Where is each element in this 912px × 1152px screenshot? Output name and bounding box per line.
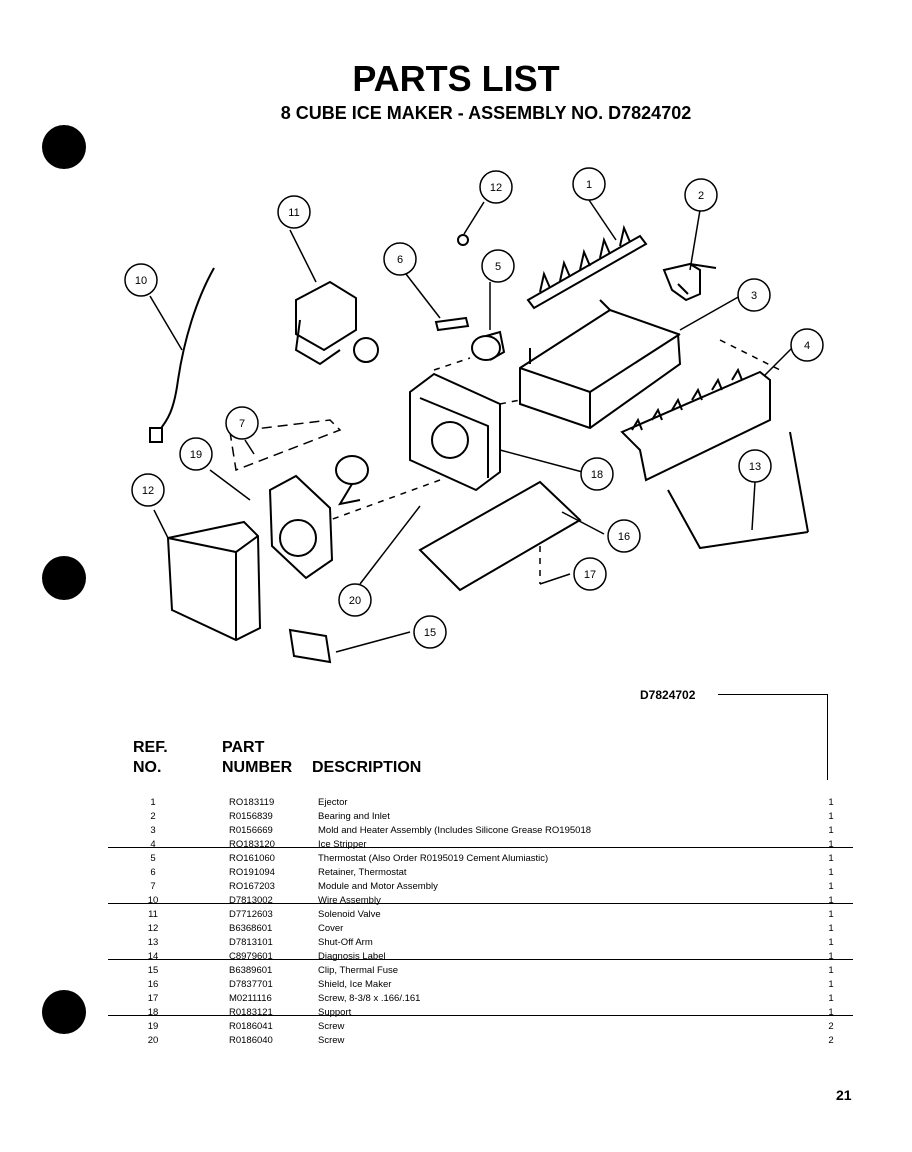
page-title: PARTS LIST — [352, 58, 560, 99]
svg-text:20: 20 — [349, 595, 361, 607]
svg-text:11: 11 — [288, 207, 299, 219]
header-part-number: PART NUMBER — [222, 739, 293, 776]
callout-11 — [277, 195, 311, 229]
callout-4 — [790, 328, 824, 362]
callout-15 — [479, 170, 513, 204]
diagnosis-label-part — [288, 628, 332, 664]
bearing-inlet-part — [662, 262, 717, 302]
binder-hole-middle — [42, 556, 86, 600]
header-ref: REF. NO. — [133, 739, 168, 776]
assembly-code: D7824702 — [640, 688, 696, 702]
solenoid-valve-part — [294, 280, 379, 366]
page-subtitle: 8 CUBE ICE MAKER - ASSEMBLY NO. D7824702 — [280, 103, 692, 123]
module-motor-part — [268, 455, 369, 580]
svg-text:12: 12 — [490, 182, 502, 194]
callout-17 — [573, 557, 607, 591]
assembly-bracket-side — [827, 694, 828, 780]
svg-text:12: 12 — [142, 485, 154, 497]
svg-text:13: 13 — [749, 461, 761, 473]
header-description: DESCRIPTION — [312, 759, 422, 776]
cover-part — [166, 520, 262, 642]
binder-hole-bottom — [42, 990, 86, 1034]
svg-text:18: 18 — [591, 469, 603, 481]
group-divider — [108, 1015, 853, 1016]
svg-text:2: 2 — [698, 190, 704, 202]
group-divider — [108, 959, 853, 960]
svg-text:7: 7 — [239, 418, 245, 430]
callout-7 — [225, 406, 259, 440]
shield-part — [418, 480, 582, 592]
callout-13 — [738, 449, 772, 483]
binder-hole-top — [42, 125, 86, 169]
callout-1 — [572, 167, 606, 201]
shut-off-arm-part — [667, 431, 809, 550]
svg-text:3: 3 — [751, 290, 757, 302]
svg-text:1: 1 — [586, 179, 592, 191]
ice-stripper-part — [620, 367, 771, 482]
callout-14 — [413, 615, 447, 649]
callout-2 — [684, 178, 718, 212]
svg-text:10: 10 — [135, 275, 147, 287]
wire-assembly-part — [157, 267, 215, 433]
svg-text:5: 5 — [495, 261, 501, 273]
svg-text:16: 16 — [618, 531, 630, 543]
support-part — [409, 372, 501, 492]
group-divider — [108, 847, 853, 848]
svg-text:17: 17 — [584, 569, 596, 581]
clip-part — [457, 234, 469, 246]
callout-20 — [338, 583, 372, 617]
callout-10 — [124, 263, 158, 297]
svg-text:15: 15 — [424, 627, 436, 639]
group-divider — [108, 903, 853, 904]
assembly-bracket-top — [718, 694, 828, 695]
callout-6 — [383, 242, 417, 276]
callout-12 — [131, 473, 165, 507]
exploded-parts-diagram: 12 1 2 11 6 5 3 10 4 7 19 13 18 12 16 17… — [124, 167, 824, 664]
svg-text:6: 6 — [397, 254, 403, 266]
mold-heater-part — [519, 299, 682, 430]
ejector-part — [526, 224, 648, 310]
page-number: 21 — [836, 1087, 852, 1103]
svg-text:4: 4 — [804, 340, 810, 352]
thermostat-part — [471, 330, 506, 361]
callout-18 — [580, 457, 614, 491]
callout-3 — [737, 278, 771, 312]
callout-19 — [179, 437, 213, 471]
retainer-part — [434, 316, 470, 332]
svg-text:19: 19 — [190, 449, 202, 461]
callout-5 — [481, 249, 515, 283]
callout-16 — [607, 519, 641, 553]
